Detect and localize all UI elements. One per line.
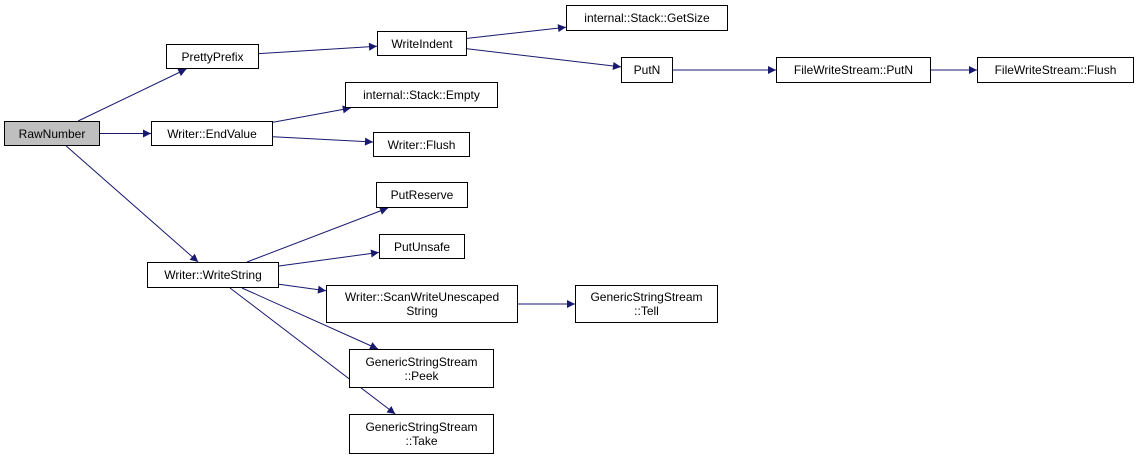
- edge-pretty_prefix-to-write_indent: [258, 42, 378, 55]
- node-stack-get-size[interactable]: internal::Stack::GetSize: [566, 5, 728, 31]
- node-label-line-2: ::Take: [405, 434, 438, 448]
- node-label: internal::Stack::Empty: [363, 88, 480, 102]
- edge-write_indent-to-stack_get_size: [466, 24, 567, 39]
- node-write-indent[interactable]: WriteIndent: [377, 31, 467, 56]
- node-label-line-1: GenericStringStream: [365, 354, 478, 369]
- node-label-line-1: Writer::ScanWriteUnescaped: [344, 290, 500, 304]
- node-put-reserve[interactable]: PutReserve: [376, 182, 468, 208]
- node-label: Writer::WriteString: [164, 268, 262, 282]
- node-generic-string-stream-tell[interactable]: GenericStringStream ::Tell: [575, 285, 718, 323]
- node-label: RawNumber: [18, 126, 86, 141]
- node-writer-write-string[interactable]: Writer::WriteString: [147, 262, 279, 288]
- node-label: FileWriteStream::PutN: [793, 63, 914, 77]
- node-generic-string-stream-take[interactable]: GenericStringStream ::Take: [349, 414, 494, 454]
- node-writer-end-value[interactable]: Writer::EndValue: [151, 121, 273, 146]
- node-label-line-2: ::Peek: [404, 368, 439, 383]
- node-label: WriteIndent: [391, 36, 453, 51]
- node-file-write-stream-put-n[interactable]: FileWriteStream::PutN: [776, 57, 931, 83]
- node-label: FileWriteStream::Flush: [994, 63, 1117, 77]
- node-label: internal::Stack::GetSize: [584, 11, 710, 25]
- node-generic-string-stream-peek[interactable]: GenericStringStream ::Peek: [349, 349, 494, 388]
- edge-writer_write_string-to-gss_take: [229, 287, 396, 415]
- node-stack-empty[interactable]: internal::Stack::Empty: [345, 82, 498, 108]
- node-label: Writer::Flush: [387, 137, 456, 152]
- node-put-n[interactable]: PutN: [621, 57, 673, 83]
- edge-writer_end_value-to-stack_empty: [272, 105, 351, 123]
- node-label-line-2: ::Tell: [634, 304, 659, 318]
- edge-write_indent-to-put_n: [466, 48, 622, 70]
- node-raw-number: RawNumber: [4, 121, 100, 146]
- node-label: PutN: [633, 63, 661, 77]
- edge-raw_number-to-pretty_prefix: [77, 68, 187, 122]
- edge-writer_end_value-to-writer_flush: [272, 136, 374, 146]
- node-label-line-1: GenericStringStream: [365, 420, 478, 434]
- edge-raw_number-to-writer_write_string: [65, 145, 199, 263]
- node-label: PrettyPrefix: [181, 49, 244, 64]
- node-label-line-1: GenericStringStream: [590, 290, 703, 304]
- node-put-unsafe[interactable]: PutUnsafe: [379, 234, 465, 259]
- node-label-line-2: String: [406, 304, 438, 318]
- node-file-write-stream-flush[interactable]: FileWriteStream::Flush: [977, 57, 1134, 83]
- edge-writer_write_string-to-gss_peek: [241, 287, 379, 350]
- node-label: PutUnsafe: [393, 239, 451, 254]
- node-pretty-prefix[interactable]: PrettyPrefix: [166, 44, 259, 69]
- node-label: Writer::EndValue: [167, 126, 257, 141]
- node-writer-flush[interactable]: Writer::Flush: [373, 132, 470, 157]
- edge-writer_write_string-to-put_unsafe: [278, 249, 380, 267]
- node-scan-write-unescaped-string[interactable]: Writer::ScanWriteUnescaped String: [326, 285, 518, 323]
- edge-writer_write_string-to-put_reserve: [246, 207, 389, 263]
- node-label: PutReserve: [390, 188, 454, 202]
- edge-writer_write_string-to-scan_write: [278, 283, 327, 294]
